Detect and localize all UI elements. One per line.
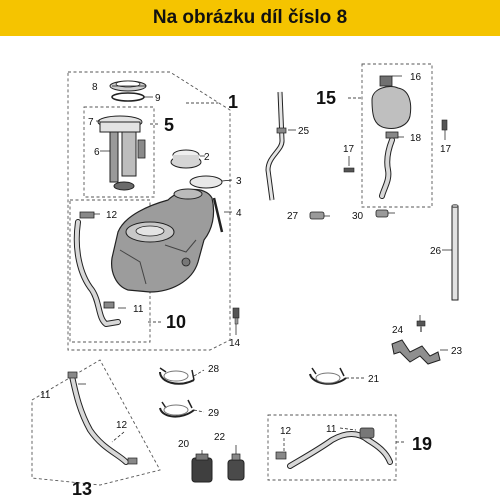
bracket-icon: [391, 339, 441, 365]
callout-1: 1: [228, 92, 238, 112]
straight-pipe-icon: [451, 204, 459, 301]
callout-12-c: 12: [280, 426, 292, 437]
callout-5: 5: [164, 115, 174, 135]
breather-hose-icon: [275, 427, 393, 469]
callout-6: 6: [94, 147, 100, 158]
callout-21: 21: [368, 374, 380, 385]
callout-10: 10: [166, 312, 186, 332]
callout-15: 15: [316, 88, 336, 108]
fuel-filter-icon: [191, 453, 213, 483]
clip-icon: [309, 367, 347, 385]
bolt-icon: [232, 307, 240, 325]
screw-icon-right: [441, 119, 448, 131]
callout-8: 8: [92, 82, 98, 93]
callout-22: 22: [214, 432, 226, 443]
group-outline-13: [31, 359, 161, 486]
callout-13: 13: [72, 479, 92, 499]
inline-filter-icon: [227, 453, 245, 481]
callout-19: 19: [412, 434, 432, 454]
small-clamp-icon: [309, 211, 325, 220]
callout-11-c: 11: [326, 424, 337, 435]
callout-29: 29: [208, 408, 220, 419]
callout-9: 9: [155, 93, 161, 104]
header-title: Na obrázku díl číslo 8: [152, 7, 348, 28]
reservoir-hose-clamp-icon: [375, 209, 389, 218]
vent-pipe-icon: [265, 91, 287, 201]
hose-13-icon: [67, 371, 138, 465]
callout-20: 20: [178, 439, 190, 450]
cap-icon: [170, 149, 202, 169]
callout-24: 24: [392, 325, 404, 336]
callout-26: 26: [430, 246, 442, 257]
callout-30: 30: [352, 211, 364, 222]
callout-27: 27: [287, 211, 299, 222]
reservoir-icon: [371, 75, 412, 199]
group-outline-19: [267, 414, 397, 481]
screw-icon-left: [343, 167, 355, 173]
callout-16: 16: [410, 72, 422, 83]
group-outline-5: [83, 106, 155, 198]
callout-28: 28: [208, 364, 220, 375]
callout-17-b: 17: [440, 144, 452, 155]
callout-25: 25: [298, 126, 310, 137]
fuel-hose-10-icon: [73, 211, 121, 327]
callout-3: 3: [236, 176, 242, 187]
callout-12-a: 12: [106, 210, 118, 221]
group-outline-1: [67, 71, 231, 351]
spring-clip-icon: [159, 399, 195, 418]
callout-23: 23: [451, 346, 463, 357]
header-banner: Na obrázku díl číslo 8: [0, 0, 500, 36]
drain-tube-icon: [212, 197, 224, 233]
callout-7: 7: [88, 117, 94, 128]
filler-ring-icon: [189, 175, 223, 189]
o-ring-icon: [111, 92, 145, 102]
callout-11-a: 11: [133, 304, 144, 315]
callout-2: 2: [204, 152, 210, 163]
fuel-pump-icon: [97, 115, 146, 191]
callout-14: 14: [229, 338, 241, 349]
callout-18: 18: [410, 133, 422, 144]
hose-clip-icon: [159, 367, 195, 385]
bracket-screw-icon: [416, 320, 426, 332]
callout-12-b: 12: [116, 420, 128, 431]
leader-lines: [78, 75, 452, 454]
callout-17-a: 17: [343, 144, 355, 155]
group-outline-15: [361, 63, 433, 208]
callout-11-b: 11: [40, 390, 51, 401]
callout-4: 4: [236, 208, 242, 219]
fuel-tank-icon: [111, 188, 215, 293]
callouts: 1 2 3 4 5 6 7 8 9 10 11 12 14 15 16 17 1…: [40, 72, 463, 499]
